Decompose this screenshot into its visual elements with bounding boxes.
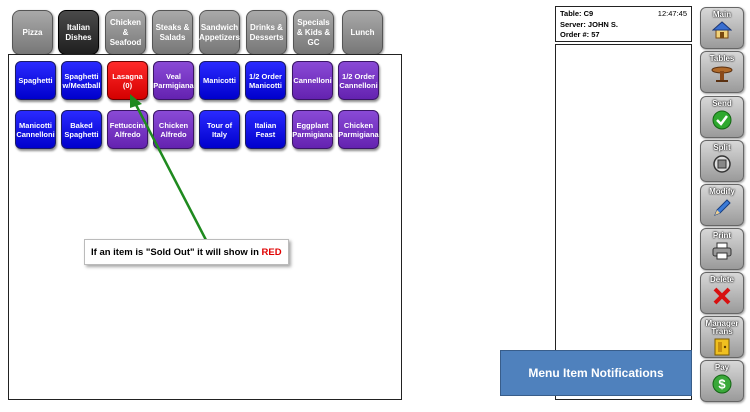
- tables-button-label: Tables: [709, 54, 735, 63]
- category-tab-steaks-salads[interactable]: Steaks & Salads: [152, 10, 193, 55]
- category-tab-specials-kids-gc[interactable]: Specials & Kids & GC: [293, 10, 334, 55]
- split-button[interactable]: Split: [700, 140, 744, 182]
- tables-button[interactable]: Tables: [700, 51, 744, 93]
- category-tab-sandwich-appetizers[interactable]: Sandwich Appetizers: [199, 10, 240, 55]
- callout-highlight: RED: [261, 246, 282, 258]
- menu-item-manicotti-cannelloni[interactable]: Manicotti Cannelloni: [15, 110, 56, 149]
- category-tab-pizza[interactable]: Pizza: [12, 10, 53, 55]
- print-button[interactable]: Print: [700, 228, 744, 270]
- order-ticket-panel[interactable]: [555, 44, 692, 400]
- order-number-label: Order #: 57: [560, 30, 600, 39]
- menu-item-chicken-parmigiana[interactable]: Chicken Parmigiana: [338, 110, 379, 149]
- print-button-label: Print: [712, 231, 732, 240]
- category-tab-italian-dishes[interactable]: Italian Dishes: [58, 10, 99, 55]
- table-icon: [711, 63, 733, 88]
- send-button[interactable]: Send: [700, 96, 744, 138]
- callout-text: If an item is "Sold Out" it will show in: [91, 246, 259, 258]
- menu-item-1-2-order-cannelloni[interactable]: 1/2 Order Cannelloni: [338, 61, 379, 100]
- menu-item-cannelloni[interactable]: Cannelloni: [292, 61, 333, 100]
- menu-item-baked-spaghetti[interactable]: Baked Spaghetti: [61, 110, 102, 149]
- printer-icon: [711, 240, 733, 265]
- menu-item-chicken-alfredo[interactable]: Chicken Alfredo: [153, 110, 194, 149]
- pay-button-label: Pay: [714, 363, 730, 372]
- menu-item-manicotti[interactable]: Manicotti: [199, 61, 240, 100]
- sold-out-callout: If an item is "Sold Out" it will show in…: [84, 239, 289, 265]
- menu-item-spaghetti-w-meatball[interactable]: Spaghetti w/Meatball: [61, 61, 102, 100]
- menu-item-1-2-order-manicotti[interactable]: 1/2 Order Manicotti: [245, 61, 286, 100]
- pencil-icon: [712, 196, 732, 223]
- menu-item-lasagna-0[interactable]: Lasagna (0): [107, 61, 148, 100]
- main-button-label: Main: [712, 10, 732, 19]
- clock-time: 12:47:45: [657, 9, 687, 18]
- arrow-head: [130, 94, 142, 108]
- send-button-label: Send: [712, 99, 732, 108]
- arrow-line: [132, 100, 208, 241]
- pay-button[interactable]: Pay $: [700, 360, 744, 402]
- category-tab-lunch[interactable]: Lunch: [342, 10, 383, 55]
- menu-item-spaghetti[interactable]: Spaghetti: [15, 61, 56, 100]
- split-icon: [712, 152, 732, 179]
- split-button-label: Split: [713, 143, 731, 152]
- menu-item-veal-parmigiana[interactable]: Veal Parmigiana: [153, 61, 194, 100]
- modify-button[interactable]: Modify: [700, 184, 744, 226]
- home-icon: [711, 19, 733, 44]
- dollar-icon: $: [712, 372, 732, 399]
- menu-item-eggplant-parmigiana[interactable]: Eggplant Parmigiana: [292, 110, 333, 149]
- svg-text:$: $: [718, 377, 726, 392]
- door-icon: [712, 336, 732, 361]
- modify-button-label: Modify: [709, 187, 735, 196]
- delete-button-label: Delete: [709, 275, 734, 284]
- manager-trans-button-label: Manager Trans: [705, 319, 739, 336]
- main-button[interactable]: Main: [700, 7, 744, 49]
- table-label: Table: C9: [560, 9, 594, 18]
- menu-item-italian-feast[interactable]: Italian Feast: [245, 110, 286, 149]
- server-label: Server: JOHN S.: [560, 19, 618, 29]
- x-icon: [712, 284, 732, 311]
- delete-button[interactable]: Delete: [700, 272, 744, 314]
- manager-trans-button[interactable]: Manager Trans: [700, 316, 744, 358]
- order-info-panel: Table: C9 Server: JOHN S. Order #: 57 12…: [555, 6, 692, 42]
- menu-item-tour-of-italy[interactable]: Tour of Italy: [199, 110, 240, 149]
- notification-banner: Menu Item Notifications: [500, 350, 692, 396]
- checkmark-icon: [712, 108, 732, 135]
